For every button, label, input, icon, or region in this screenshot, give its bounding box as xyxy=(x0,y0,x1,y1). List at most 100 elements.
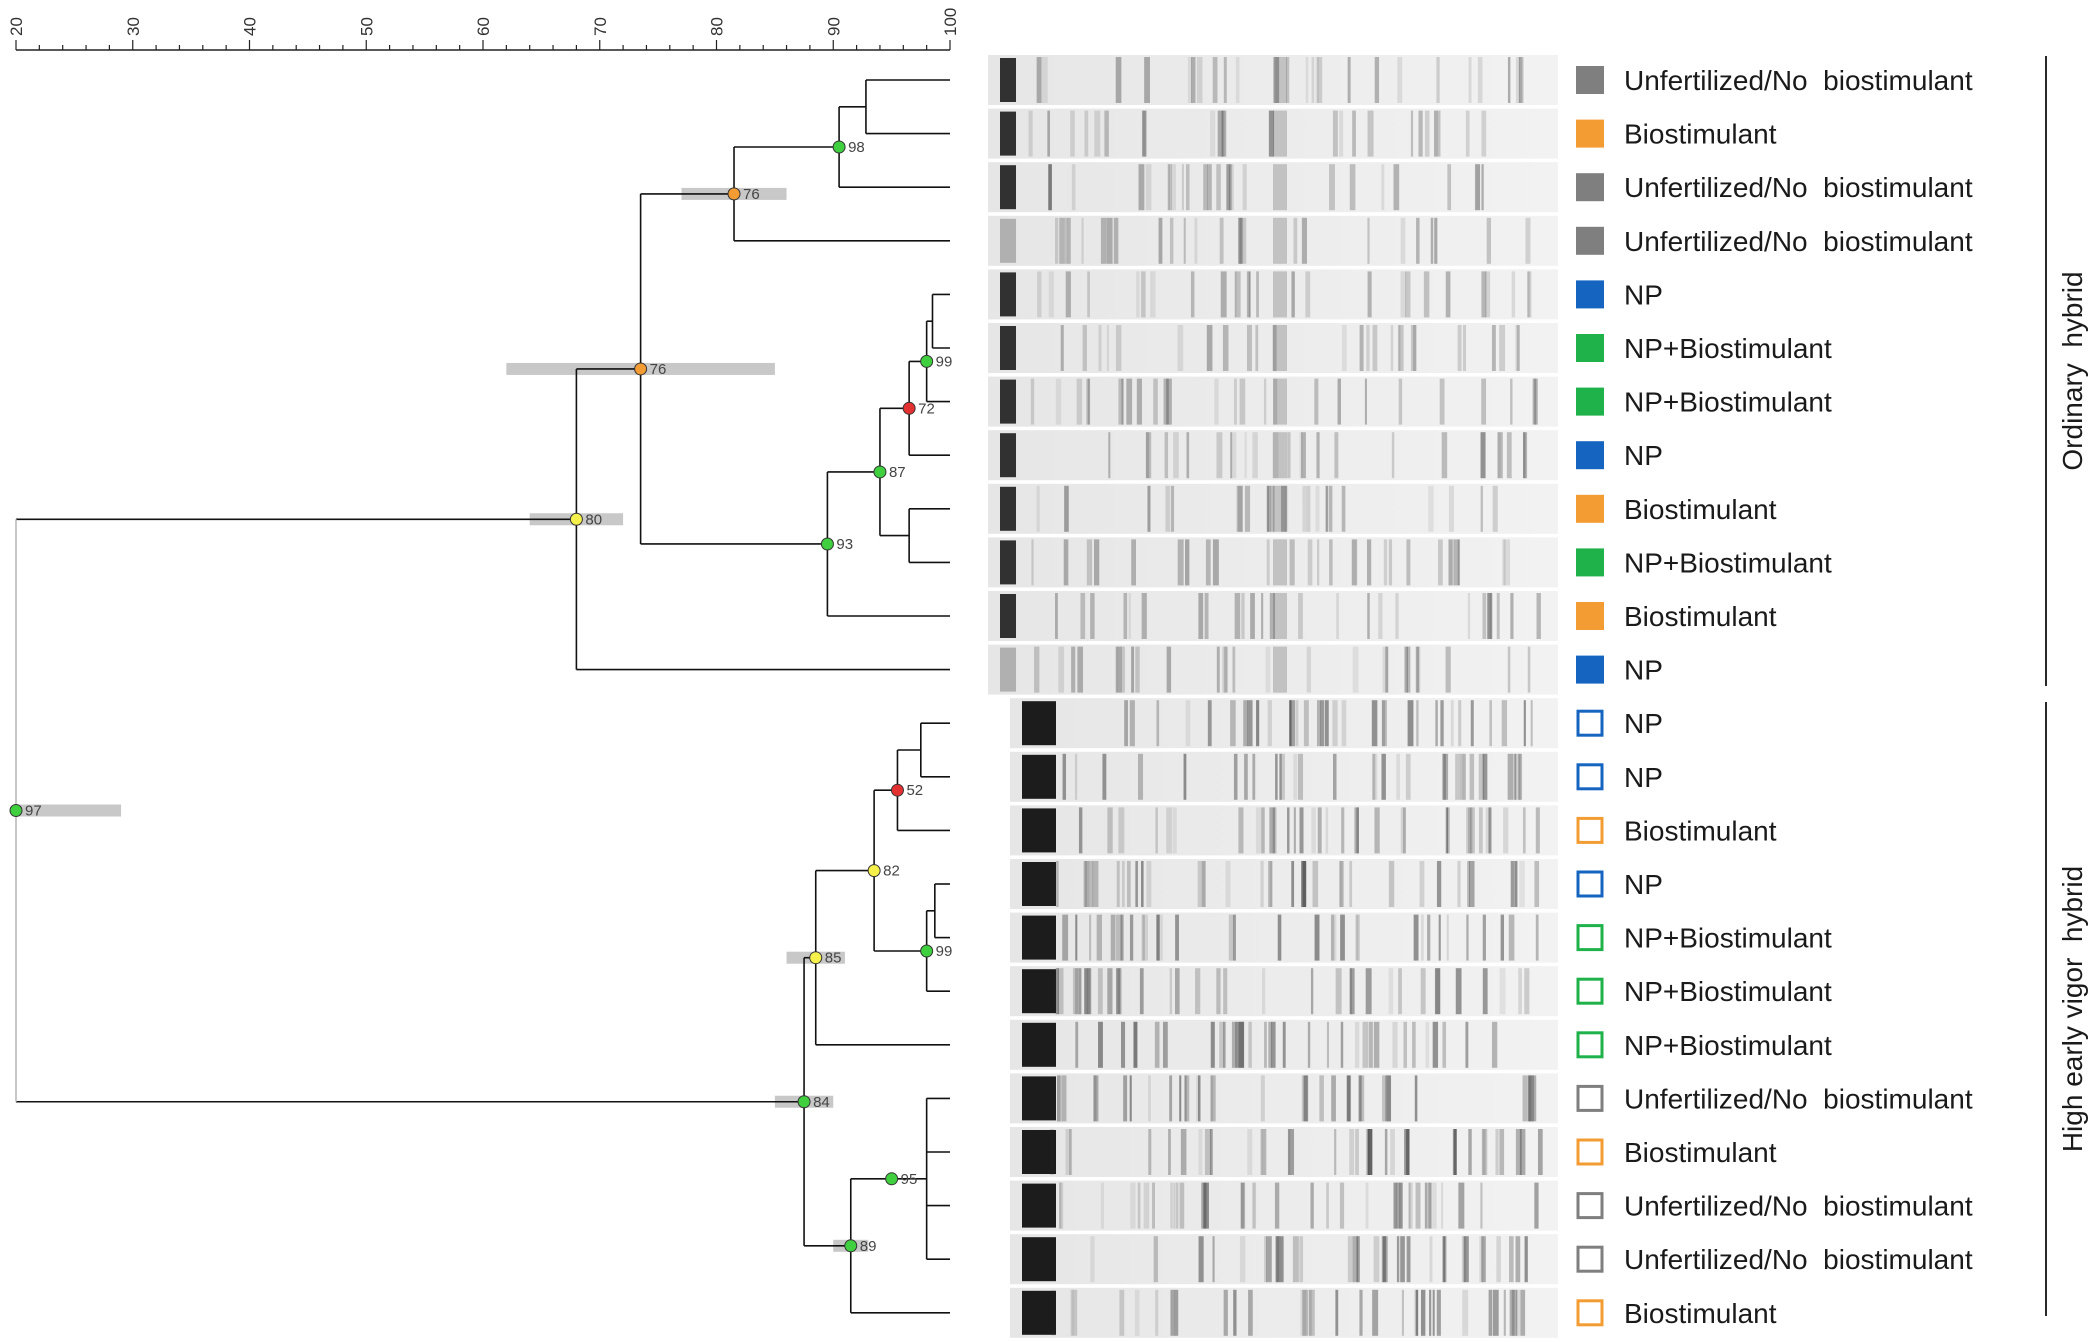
lane-band xyxy=(1072,1289,1078,1336)
lane-band xyxy=(1520,1289,1526,1336)
lane-band xyxy=(1185,164,1190,211)
lane-band xyxy=(1260,861,1264,907)
lane-band xyxy=(1527,271,1532,318)
lane-band xyxy=(1154,1021,1160,1068)
lane-band xyxy=(1056,1075,1061,1122)
lane-main-band xyxy=(1022,1290,1056,1335)
lane-band xyxy=(1415,646,1419,693)
lane-main-band xyxy=(1000,58,1016,102)
lane-band xyxy=(1059,217,1065,264)
lane-main-band xyxy=(1000,272,1016,317)
legend-item: Biostimulant xyxy=(1576,601,1777,632)
cophenetic-value: 95 xyxy=(901,1171,918,1188)
treatment-swatch-outline xyxy=(1576,763,1604,791)
lane-band xyxy=(1203,1182,1209,1229)
lane-band xyxy=(1242,164,1247,211)
lane-band xyxy=(1263,378,1267,425)
lane-band xyxy=(1372,325,1378,371)
lane-band xyxy=(1507,57,1511,103)
lane-band xyxy=(1273,539,1287,586)
lane-band xyxy=(1537,1129,1543,1175)
lane-band xyxy=(1364,378,1367,425)
lane-band xyxy=(1168,1129,1171,1175)
lane-band xyxy=(1167,164,1171,211)
lane-band xyxy=(1468,807,1473,854)
gel-lane xyxy=(1010,1073,1558,1124)
lane-band xyxy=(1117,646,1122,693)
lane-band xyxy=(1205,539,1211,586)
lane-band xyxy=(1489,700,1492,747)
lane-band xyxy=(1271,1021,1276,1068)
lane-band xyxy=(1401,1289,1405,1336)
node-marker xyxy=(727,187,741,201)
treatment-swatch-filled xyxy=(1576,602,1604,630)
lane-band xyxy=(1310,1182,1314,1229)
lane-band xyxy=(1420,1289,1426,1336)
lane-band xyxy=(1272,432,1279,479)
treatment-label: NP xyxy=(1624,440,1663,471)
lane-band xyxy=(1339,1182,1345,1229)
lane-band xyxy=(1436,1289,1441,1336)
lane-band xyxy=(1372,1289,1379,1336)
lane-band xyxy=(1156,914,1163,961)
lane-band xyxy=(1120,914,1124,961)
lane-band xyxy=(1136,271,1140,318)
lane-band xyxy=(1358,1075,1362,1122)
lane-band xyxy=(1223,968,1228,1015)
lane-band xyxy=(1325,485,1328,532)
lane-band xyxy=(1237,485,1243,532)
lane-band xyxy=(1390,1129,1395,1175)
lane-band xyxy=(1373,1021,1380,1068)
lane-band xyxy=(1261,593,1264,639)
lane-band xyxy=(1230,432,1233,479)
lane-band xyxy=(1500,914,1505,961)
lane-band xyxy=(1397,325,1401,371)
lane-band xyxy=(1268,110,1274,157)
lane-band xyxy=(1243,700,1248,747)
lane-band xyxy=(1412,325,1417,371)
lane-band xyxy=(1507,646,1511,693)
lane-band xyxy=(1339,861,1343,907)
lane-band xyxy=(1395,1182,1401,1229)
lane-band xyxy=(1515,1236,1521,1283)
axis-tick-label: 60 xyxy=(474,17,493,36)
lane-band xyxy=(1481,164,1484,211)
legend-item: Unfertilized/No biostimulant xyxy=(1576,1083,1973,1114)
treatment-label: Unfertilized/No biostimulant xyxy=(1624,226,1973,257)
lane-band xyxy=(1230,700,1236,747)
lane-band xyxy=(1382,1075,1388,1122)
lane-band xyxy=(1282,1021,1286,1068)
lane-band xyxy=(1037,271,1042,318)
lane-band xyxy=(1341,807,1345,854)
lane-band xyxy=(1235,271,1241,318)
axis-tick-label: 50 xyxy=(357,17,376,36)
lane-band xyxy=(1121,1021,1126,1068)
lane-band xyxy=(1071,164,1076,211)
lane-band xyxy=(1301,217,1307,264)
lane-band xyxy=(1124,700,1128,747)
lane-band xyxy=(1347,1075,1351,1122)
lane-band xyxy=(1273,378,1278,425)
lane-band xyxy=(1239,1021,1244,1068)
lane-band xyxy=(1277,914,1282,961)
lane-band xyxy=(1264,1021,1267,1068)
lane-band xyxy=(1196,1075,1200,1122)
treatment-label: NP xyxy=(1624,762,1663,793)
treatment-swatch-filled xyxy=(1576,441,1604,470)
lane-band xyxy=(1366,325,1370,371)
lane-band xyxy=(1436,57,1440,103)
lane-band xyxy=(1443,753,1449,800)
node-marker xyxy=(920,944,934,958)
lane-band xyxy=(1129,914,1134,961)
lane-band xyxy=(1395,593,1399,639)
lane-band xyxy=(1398,1182,1403,1229)
treatment-swatch-outline xyxy=(1576,1031,1604,1059)
lane-band xyxy=(1162,1021,1168,1068)
lane-band xyxy=(1447,164,1452,211)
lane-band xyxy=(1308,1289,1312,1336)
node-marker xyxy=(873,465,887,479)
lane-band xyxy=(1104,110,1109,157)
lane-band xyxy=(1065,217,1069,264)
lane-band xyxy=(1339,110,1344,157)
legend-item: Unfertilized/No biostimulant xyxy=(1576,1244,1973,1275)
